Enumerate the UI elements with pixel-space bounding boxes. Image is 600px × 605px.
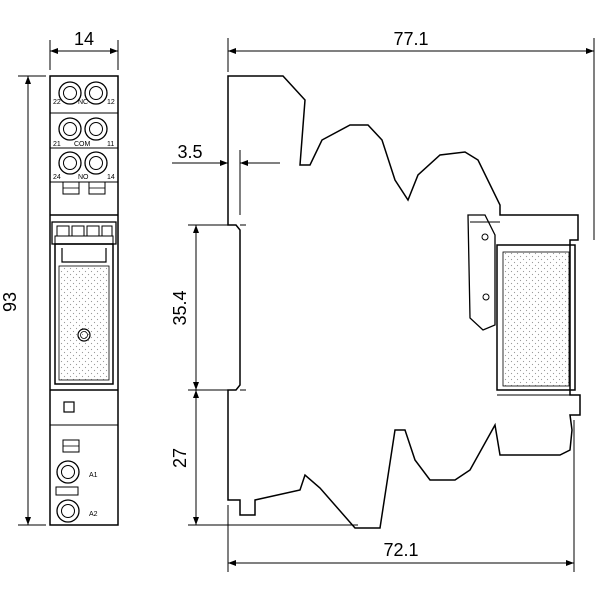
terminal-label-a1: A1 (89, 472, 98, 479)
screw-terminal (84, 81, 108, 105)
terminal-label-14: 14 (107, 174, 115, 181)
screw-terminal (58, 81, 82, 105)
dimension-side-base-width: 72.1 (227, 420, 575, 572)
terminal-label-21: 21 (53, 141, 61, 148)
dimension-label-front-width: 14 (74, 29, 94, 49)
relay-lever (467, 214, 496, 331)
dimension-rail-offset: 3.5 (172, 142, 280, 215)
terminal-label-nc: NC (78, 99, 88, 106)
screw-terminal-a1 (56, 460, 80, 484)
screw-terminal (58, 117, 82, 141)
front-housing-outline (49, 75, 119, 526)
dimension-label-lower-height: 27 (170, 448, 190, 468)
dimension-rail-height: 35.4 (170, 224, 236, 391)
status-window (63, 401, 75, 413)
terminal-label-11: 11 (107, 141, 114, 148)
dimension-label-side-total-width: 77.1 (393, 29, 428, 49)
dimension-label-rail-offset: 3.5 (177, 142, 202, 162)
dimension-front-height: 93 (0, 75, 46, 526)
relay-body (54, 243, 114, 385)
relay-latch (61, 248, 107, 263)
dimension-front-width: 14 (49, 29, 119, 70)
terminal-label-a2: A2 (89, 511, 98, 518)
relay-window-side (502, 251, 570, 387)
screw-terminal (58, 151, 82, 175)
dimension-label-side-base-width: 72.1 (383, 540, 418, 560)
led-indicator (77, 328, 91, 342)
dimension-lower-height: 27 (170, 390, 358, 526)
dimension-label-rail-height: 35.4 (170, 290, 190, 325)
side-housing-outline (227, 75, 581, 529)
screw-terminal (84, 151, 108, 175)
terminal-label-com: COM (74, 141, 91, 148)
dimension-side-total-width: 77.1 (227, 29, 595, 240)
terminal-label-22: 22 (53, 99, 61, 106)
terminal-label-12: 12 (107, 99, 115, 106)
relay-window (58, 265, 110, 381)
screw-terminal-a2 (56, 499, 80, 523)
front-view: 22 NC 12 21 COM 11 24 NO 14 (49, 75, 119, 526)
terminal-label-24: 24 (53, 174, 61, 181)
dimension-label-front-height: 93 (0, 292, 20, 312)
screw-terminal (84, 117, 108, 141)
terminal-label-no: NO (78, 174, 89, 181)
side-view (227, 75, 581, 529)
